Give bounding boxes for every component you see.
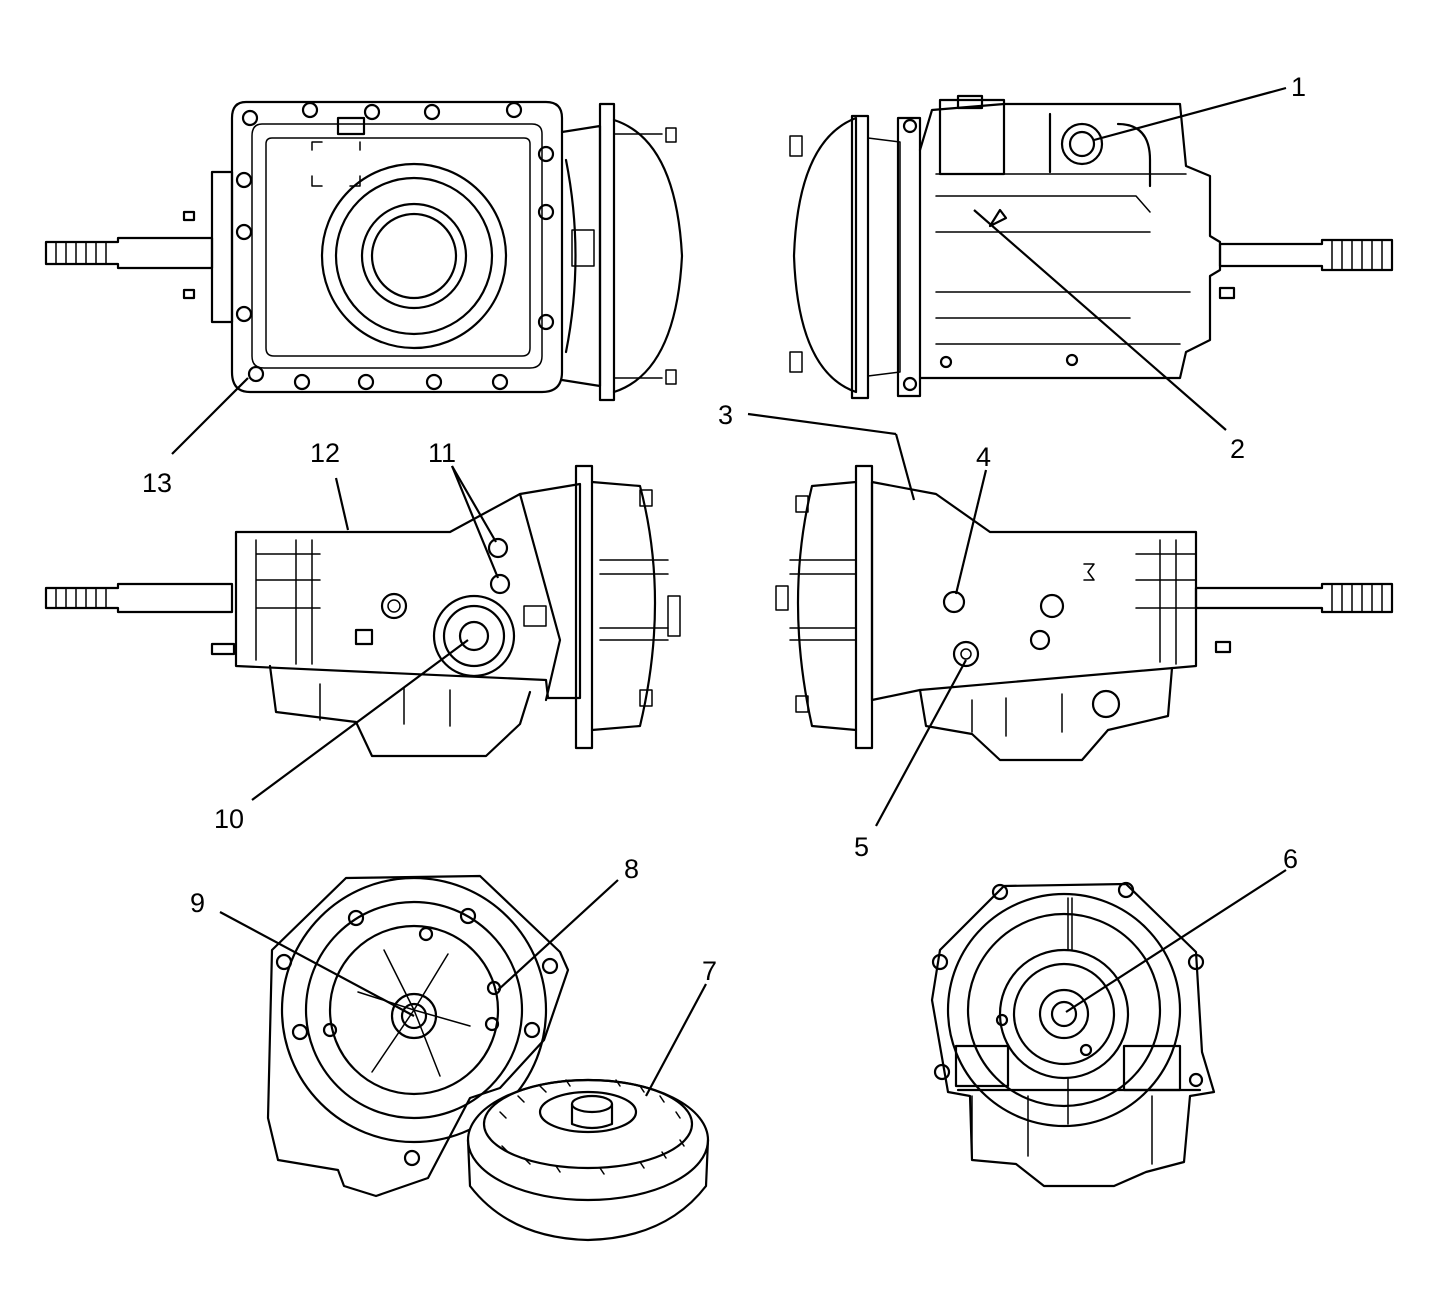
callout-12: 12 bbox=[310, 438, 340, 468]
callout-1: 1 bbox=[1291, 72, 1306, 102]
callout-11: 11 bbox=[428, 438, 456, 468]
callout-8: 8 bbox=[624, 854, 639, 884]
callout-9: 9 bbox=[190, 888, 205, 918]
callout-6: 6 bbox=[1283, 844, 1298, 874]
view-left-side bbox=[44, 464, 681, 758]
callout-5: 5 bbox=[854, 832, 869, 862]
callout-2: 2 bbox=[1230, 434, 1245, 464]
leader-lines bbox=[171, 86, 1287, 1097]
view-top bbox=[44, 100, 684, 402]
callout-10: 10 bbox=[214, 804, 244, 834]
view-right-side bbox=[775, 464, 1394, 762]
callout-4: 4 bbox=[976, 442, 991, 472]
callout-3: 3 bbox=[718, 400, 733, 430]
callout-13: 13 bbox=[142, 468, 172, 498]
view-bottom bbox=[789, 94, 1394, 400]
callout-labels: 1 2 3 4 5 6 7 8 9 10 11 12 13 bbox=[142, 72, 1306, 986]
callout-7: 7 bbox=[702, 956, 717, 986]
view-front bbox=[930, 881, 1216, 1188]
view-front-converter bbox=[266, 874, 710, 1242]
